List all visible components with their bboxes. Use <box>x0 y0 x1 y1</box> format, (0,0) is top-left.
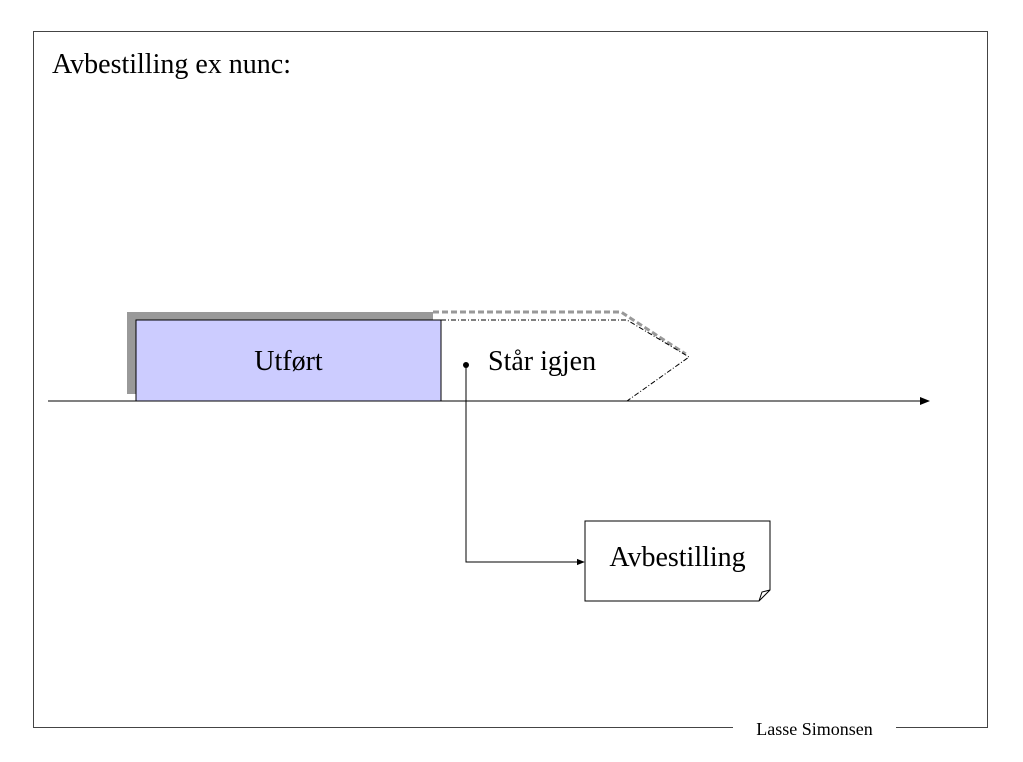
remaining-label: Står igjen <box>488 346 597 377</box>
completed-box <box>135 319 442 402</box>
note-folded-corner <box>758 589 771 602</box>
slide-frame <box>33 31 988 728</box>
completed-label: Utført <box>254 346 323 377</box>
cancellation-note <box>584 520 771 602</box>
slide-title: Avbestilling ex nunc: <box>52 49 291 80</box>
footer-author: Lasse Simonsen <box>733 718 896 740</box>
cancellation-connector <box>465 365 585 566</box>
cancellation-label: Avbestilling <box>609 542 746 573</box>
